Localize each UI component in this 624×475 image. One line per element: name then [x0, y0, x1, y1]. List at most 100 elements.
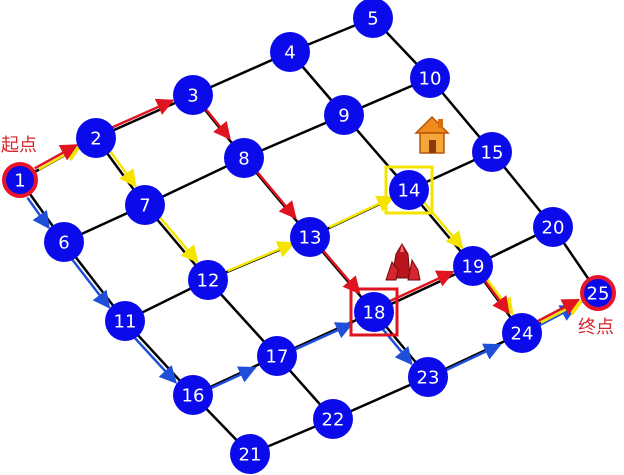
- node-label: 15: [481, 143, 504, 164]
- node-16[interactable]: 16: [173, 375, 213, 415]
- house-icon: [414, 115, 450, 154]
- red-route-arrow: [388, 270, 455, 303]
- node-label: 25: [587, 284, 610, 305]
- red-route-arrow: [481, 276, 510, 315]
- yellow-route-arrow: [540, 299, 584, 324]
- node-circle: [533, 207, 573, 247]
- node-9[interactable]: 9: [324, 95, 364, 135]
- node-20[interactable]: 20: [533, 207, 573, 247]
- node-23[interactable]: 23: [408, 357, 448, 397]
- node-label: 18: [363, 303, 386, 324]
- yellow-route-arrow: [158, 215, 199, 264]
- red-crystal-icon: [385, 243, 421, 281]
- node-label: 21: [239, 445, 262, 466]
- node-circle: [188, 260, 228, 300]
- node-label: 1: [14, 171, 25, 192]
- blue-route-arrow: [534, 304, 578, 329]
- node-label: 4: [284, 43, 295, 64]
- node-circle: [313, 399, 353, 439]
- node-circle: [502, 313, 542, 353]
- node-circle: [257, 336, 297, 376]
- node-21[interactable]: 21: [230, 434, 270, 474]
- node-15[interactable]: 15: [472, 132, 512, 172]
- decorations: [385, 115, 450, 281]
- node-5[interactable]: 5: [353, 0, 393, 38]
- node-13[interactable]: 13: [290, 217, 330, 257]
- node-12[interactable]: 12: [188, 260, 228, 300]
- blue-route-arrow: [26, 196, 50, 230]
- node-circle: [453, 246, 493, 286]
- node-circle: [105, 301, 145, 341]
- red-route-arrow: [319, 246, 361, 295]
- red-route-arrow: [253, 168, 297, 220]
- start-label: 起点: [1, 135, 37, 156]
- node-circle: [44, 222, 84, 262]
- node-label: 9: [338, 106, 349, 127]
- node-19[interactable]: 19: [453, 246, 493, 286]
- node-circle: [353, 0, 393, 38]
- node-label: 22: [322, 410, 345, 431]
- node-label: 20: [542, 218, 565, 239]
- yellow-route-arrow: [328, 195, 395, 229]
- node-label: 5: [367, 9, 378, 30]
- yellow-route-arrow: [227, 241, 296, 273]
- node-circle: [125, 185, 165, 225]
- node-circle: [389, 170, 429, 210]
- node-circle: [408, 357, 448, 397]
- node-1[interactable]: 1: [2, 162, 38, 198]
- node-18[interactable]: 18: [354, 292, 394, 332]
- node-circle: [580, 275, 616, 311]
- node-22[interactable]: 22: [313, 399, 353, 439]
- red-route-arrow: [536, 298, 580, 323]
- red-highlight-box: [349, 287, 399, 337]
- yellow-route-arrow: [485, 277, 514, 316]
- node-6[interactable]: 6: [44, 222, 84, 262]
- node-circle: [173, 75, 213, 115]
- node-circle: [354, 292, 394, 332]
- end-label: 终点: [578, 317, 614, 338]
- node-circle: [76, 118, 116, 158]
- node-label: 8: [238, 149, 249, 170]
- node-3[interactable]: 3: [173, 75, 213, 115]
- blue-route-arrow: [71, 258, 111, 309]
- node-circle: [324, 95, 364, 135]
- yellow-highlight-box: [384, 165, 434, 215]
- node-label: 12: [197, 271, 220, 292]
- blue-route-arrow: [289, 322, 354, 353]
- node-17[interactable]: 17: [257, 336, 297, 376]
- node-label: 17: [266, 347, 289, 368]
- node-10[interactable]: 10: [410, 58, 450, 98]
- node-8[interactable]: 8: [224, 138, 264, 178]
- node-label: 19: [462, 257, 485, 278]
- node-circle: [2, 162, 38, 198]
- node-14[interactable]: 14: [389, 170, 429, 210]
- node-label: 10: [419, 69, 442, 90]
- node-11[interactable]: 11: [105, 301, 145, 341]
- node-label: 7: [139, 196, 150, 217]
- highlight-boxes: [349, 165, 434, 337]
- red-route-arrow: [34, 144, 79, 170]
- blue-route-arrow: [440, 343, 502, 374]
- node-label: 2: [90, 129, 101, 150]
- node-circle: [173, 375, 213, 415]
- node-label: 14: [398, 181, 421, 202]
- node-label: 13: [299, 228, 322, 249]
- node-circle: [270, 32, 310, 72]
- node-25[interactable]: 25: [580, 275, 616, 311]
- node-label: 3: [187, 86, 198, 107]
- yellow-route-arrow: [108, 149, 137, 188]
- red-route-arrow: [202, 105, 231, 141]
- node-7[interactable]: 7: [125, 185, 165, 225]
- node-label: 23: [417, 368, 440, 389]
- node-label: 11: [114, 312, 137, 333]
- yellow-route-arrow: [422, 200, 464, 250]
- node-24[interactable]: 24: [502, 313, 542, 353]
- node-4[interactable]: 4: [270, 32, 310, 72]
- blue-route-arrow: [205, 366, 257, 392]
- node-label: 24: [511, 324, 534, 345]
- node-2[interactable]: 2: [76, 118, 116, 158]
- node-circle: [290, 217, 330, 257]
